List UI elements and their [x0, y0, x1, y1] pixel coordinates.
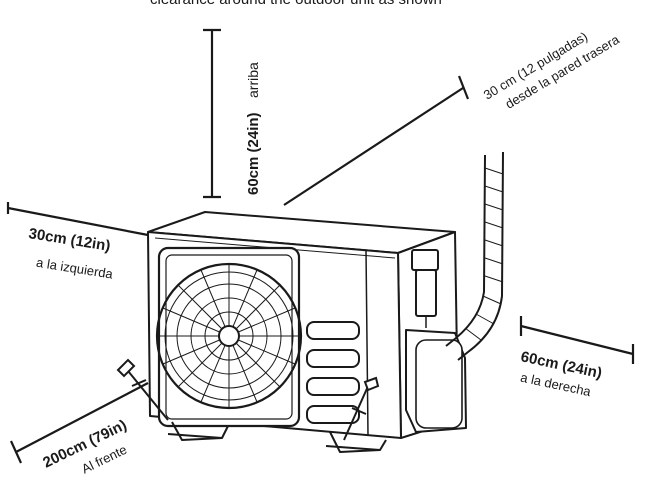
header-cut-text: clearance around the outdoor unit as sho… [150, 0, 442, 8]
top-clearance-side: arriba [245, 62, 261, 98]
fan-icon [155, 262, 303, 410]
left-dimension-line [6, 202, 149, 237]
top-clearance-measure: 60cm (24in) [245, 112, 262, 195]
left-clearance-measure: 30cm (12in) [27, 225, 111, 255]
right-dimension-line [519, 316, 635, 364]
front-dimension-line [9, 382, 149, 464]
mounting-bolt-icon [116, 358, 380, 441]
left-clearance-side: a la izquierda [35, 255, 114, 282]
refrigerant-pipe-icon [445, 151, 504, 361]
top-dimension-line [203, 28, 221, 199]
back-dimension-line [283, 75, 470, 206]
outdoor-ac-unit-icon [147, 211, 467, 453]
